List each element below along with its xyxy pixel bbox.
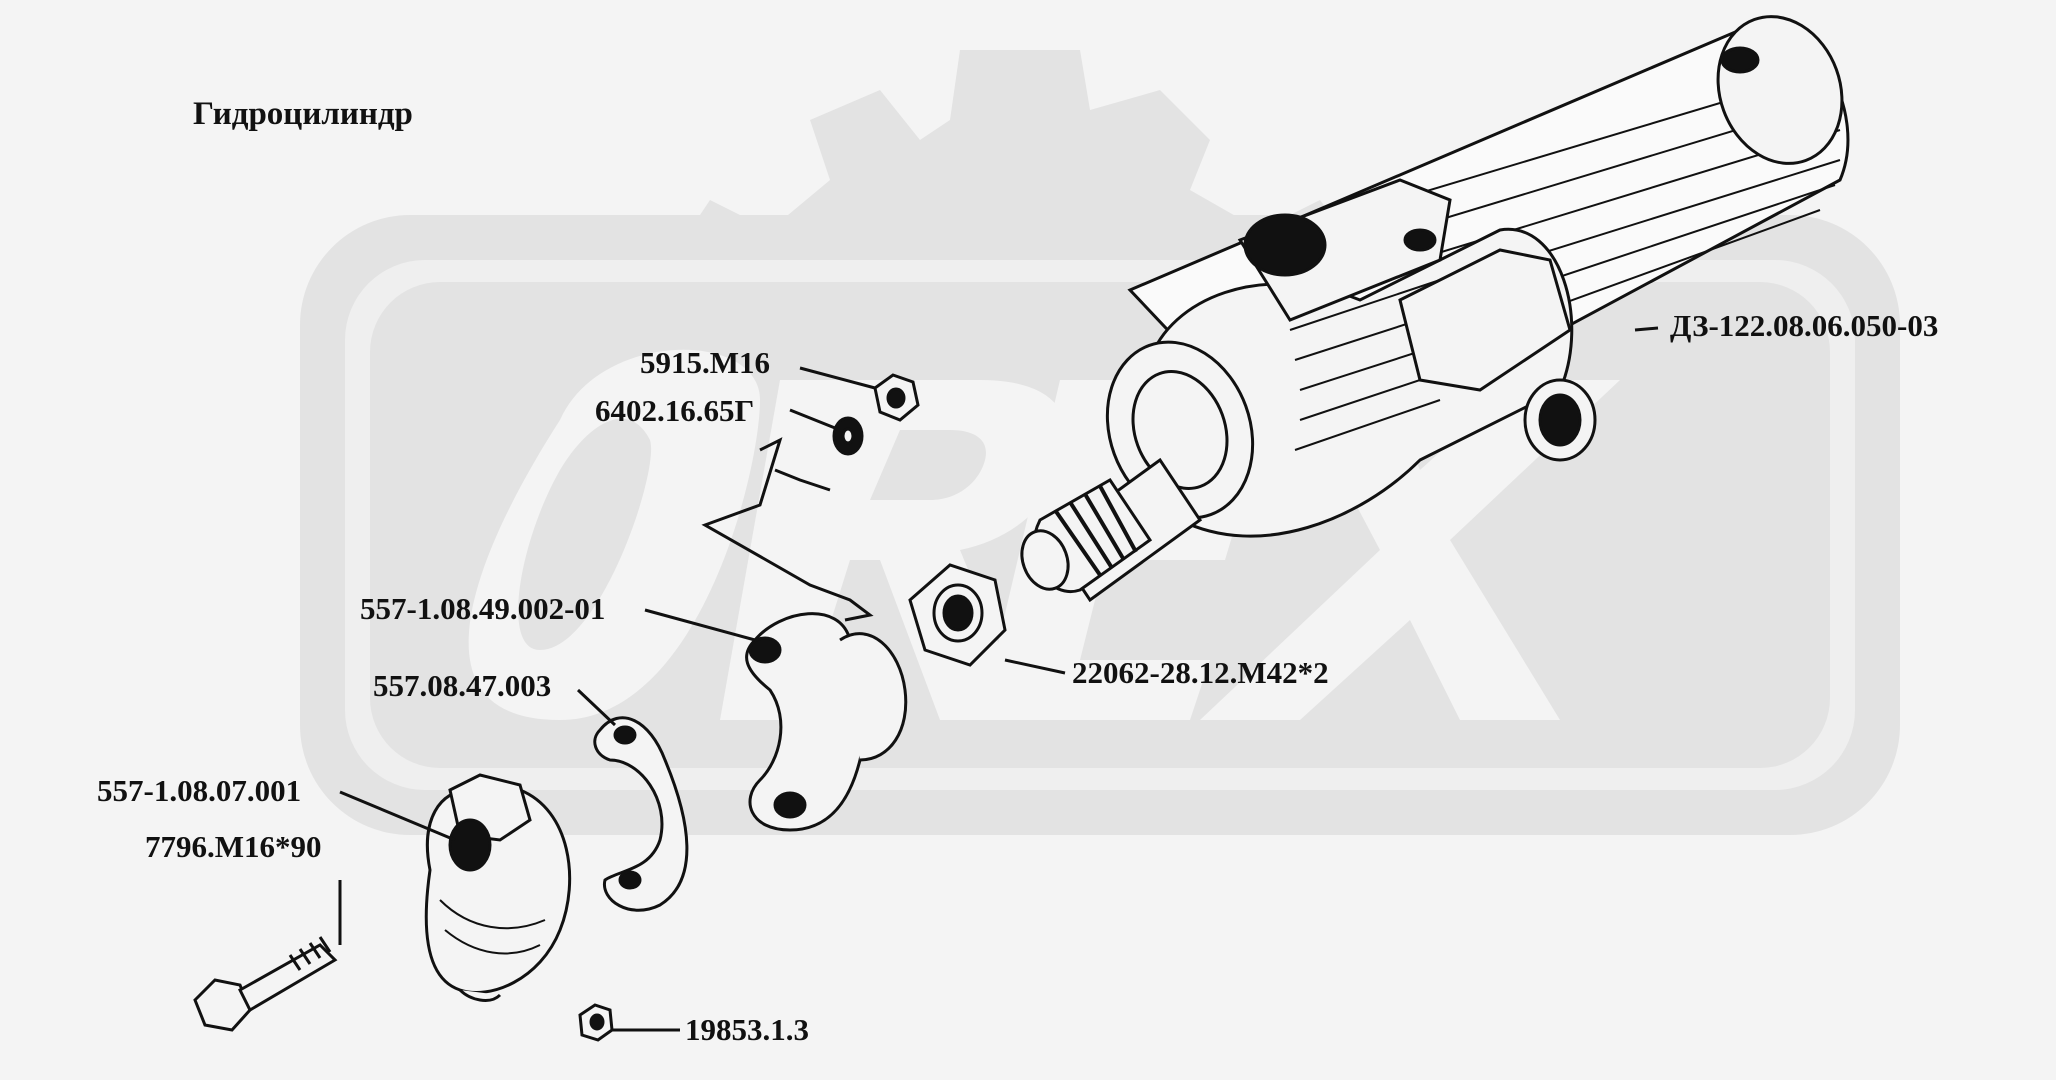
leader-strap <box>576 688 617 727</box>
watermark-letter-x <box>1200 380 1620 720</box>
part-label-washer: 6402.16.65Г <box>595 393 755 428</box>
watermark-letter-o <box>468 349 760 720</box>
part-label-strap: 557.08.47.003 <box>373 668 552 703</box>
clamp-plate <box>745 612 908 832</box>
leader-clamp-plate <box>644 608 756 642</box>
leader-dz <box>1634 326 1659 332</box>
grease-fitting <box>578 1003 614 1042</box>
leader-washer <box>789 408 836 430</box>
part-label-grease-fitting: 19853.1.3 <box>685 1012 809 1047</box>
leader-nut-m42 <box>1004 658 1066 675</box>
page-title: Гидроцилиндр <box>193 96 413 132</box>
part-label-dz: ДЗ-122.08.06.050-03 <box>1670 308 1939 343</box>
part-label-cap: 557-1.08.07.001 <box>97 773 302 808</box>
strap <box>593 716 689 912</box>
trunnion-block <box>1398 248 1572 392</box>
part-label-nut-m16: 5915.М16 <box>640 345 771 380</box>
leader-lines <box>338 326 1659 1032</box>
part-label-bolt: 7796.М16*90 <box>145 829 322 864</box>
cap <box>424 773 572 1002</box>
leader-nut-m16 <box>799 366 876 390</box>
lock-wire <box>701 437 874 622</box>
mount-bracket <box>1237 178 1452 322</box>
part-label-nut-m42: 22062-28.12.М42*2 <box>1072 655 1329 690</box>
leader-cap <box>339 790 456 842</box>
part-label-clamp-plate: 557-1.08.49.002-01 <box>360 591 606 626</box>
nut-m16 <box>873 373 920 422</box>
nut-m42 <box>908 563 1007 667</box>
bolt <box>193 936 338 1032</box>
hydraulic-cylinder <box>1020 15 1850 603</box>
washer <box>832 416 864 456</box>
